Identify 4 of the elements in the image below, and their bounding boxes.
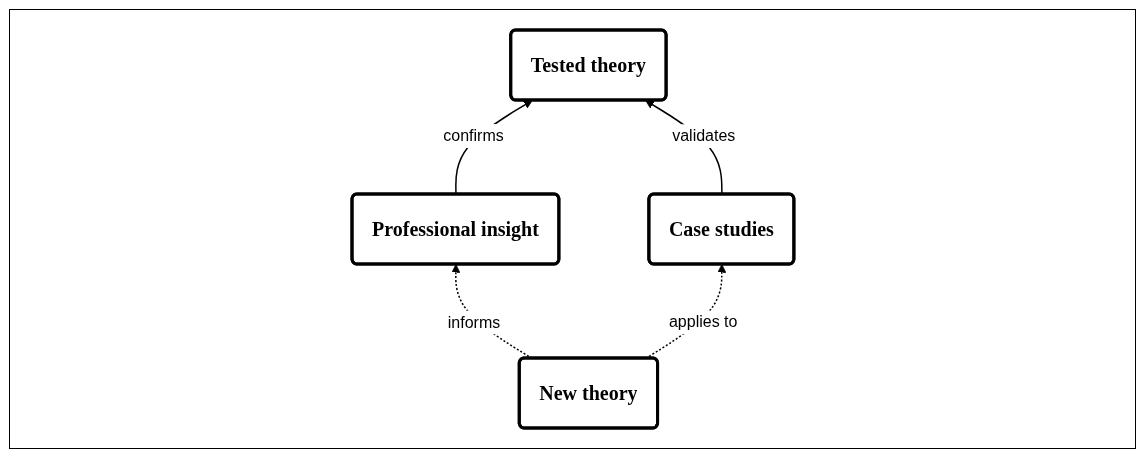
edge-label: validates — [671, 127, 735, 145]
edge-label: informs — [447, 313, 500, 331]
edge-label: confirms — [442, 127, 504, 145]
edge-label: applies to — [668, 313, 738, 331]
